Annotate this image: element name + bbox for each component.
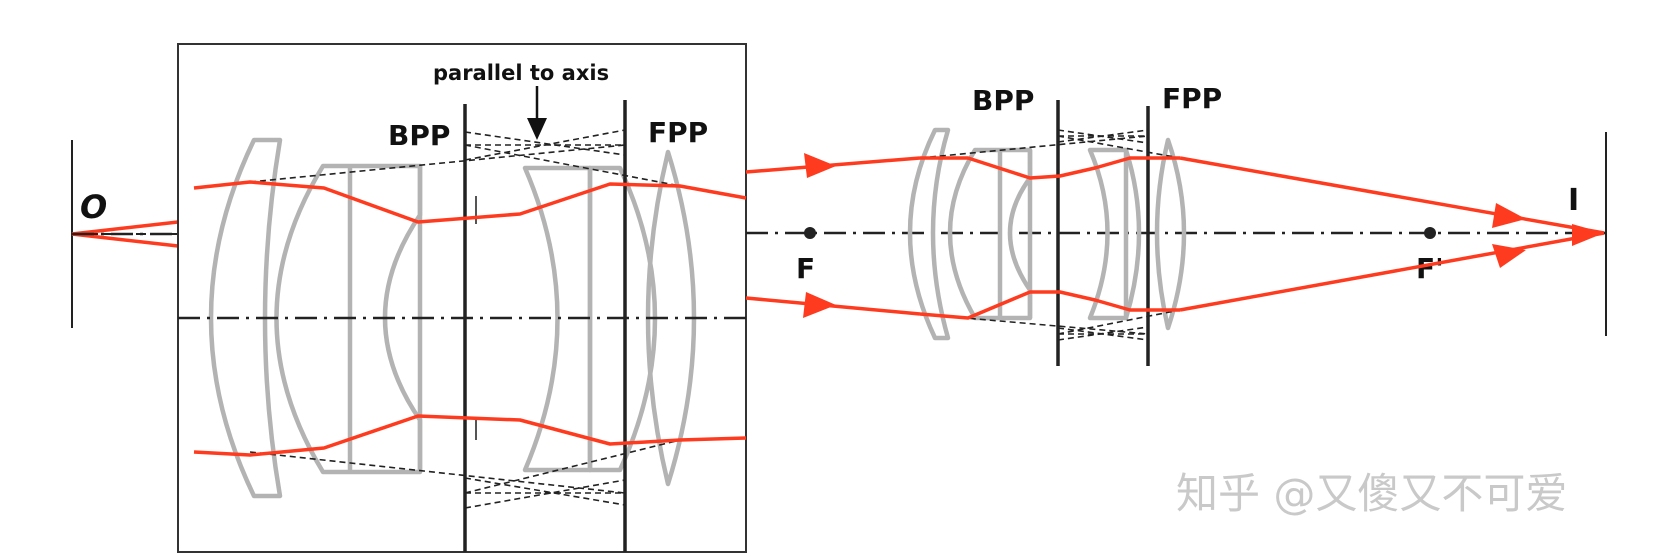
ray-bottom-to-image: [1179, 231, 1605, 312]
front-focal-point: [804, 227, 816, 239]
right-construction-lines: [919, 129, 1181, 341]
fpp-label-left: FPP: [648, 116, 708, 149]
left-construction-lines: [249, 129, 681, 509]
parallel-note: parallel to axis: [433, 61, 609, 85]
ray-arrow-bottom-middle: [803, 292, 836, 318]
ray-top-right-system: [920, 156, 1180, 180]
bpp-label-right: BPP: [972, 84, 1034, 117]
ray-arrow-image-point: [1572, 224, 1604, 246]
ray-arrow-top-image: [1492, 203, 1526, 228]
front-focus-label: F: [796, 252, 815, 285]
watermark: 知乎 @又傻又不可爱: [1176, 469, 1567, 518]
fpp-label-right: FPP: [1162, 82, 1222, 115]
ray-arrow-bottom-image: [1492, 244, 1526, 268]
ray-bottom-left-system: [193, 414, 747, 457]
bpp-label-left: BPP: [388, 119, 450, 152]
image-label: I: [1568, 183, 1579, 218]
ray-bottom-right-system: [919, 290, 1180, 320]
ray-top-left-system: [193, 180, 747, 224]
right-lens-elements: [907, 127, 1187, 341]
back-focal-point: [1424, 227, 1436, 239]
parallel-note-arrowhead: [527, 118, 547, 140]
ray-top-to-image: [1179, 156, 1605, 235]
ray-arrow-top-middle: [804, 153, 836, 178]
back-focus-label: F': [1416, 252, 1444, 285]
object-label: O: [80, 188, 107, 226]
